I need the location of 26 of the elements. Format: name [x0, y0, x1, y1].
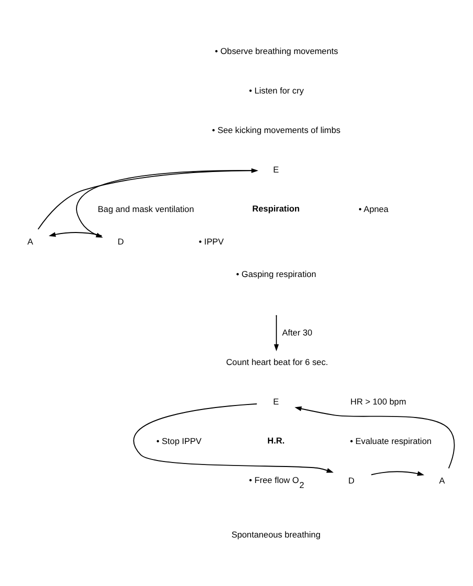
label: Bag and mask ventilation	[98, 204, 194, 214]
label: • Gasping respiration	[236, 268, 316, 278]
node-text: E	[273, 396, 279, 406]
label: • Observe breathing movements	[214, 46, 338, 56]
label: Spontaneous breathing	[231, 528, 321, 539]
label: • Stop IPPV	[156, 436, 202, 446]
node-text: A	[27, 236, 34, 246]
arrow	[294, 406, 455, 468]
arrow	[274, 315, 279, 351]
label: Respiration	[252, 202, 300, 213]
edge-label: After 30	[282, 327, 312, 338]
label: • Listen for cry	[249, 85, 304, 96]
label: HR > 100 bpm	[350, 396, 406, 406]
arrow	[133, 402, 334, 472]
arrow	[38, 168, 258, 230]
label: • Apnea	[358, 204, 388, 214]
label: H.R.	[267, 434, 285, 445]
label: • Evaluate respiration	[350, 436, 432, 446]
node-text: A	[439, 475, 445, 486]
node-text: E	[273, 164, 279, 174]
node-text: D	[118, 236, 124, 246]
node-text: D	[348, 475, 354, 486]
node-text: Count heart beat for 6 sec.	[226, 356, 328, 366]
label: • See kicking movements of limbs	[212, 124, 340, 135]
arrow	[370, 470, 424, 476]
label: • IPPV	[198, 236, 224, 246]
